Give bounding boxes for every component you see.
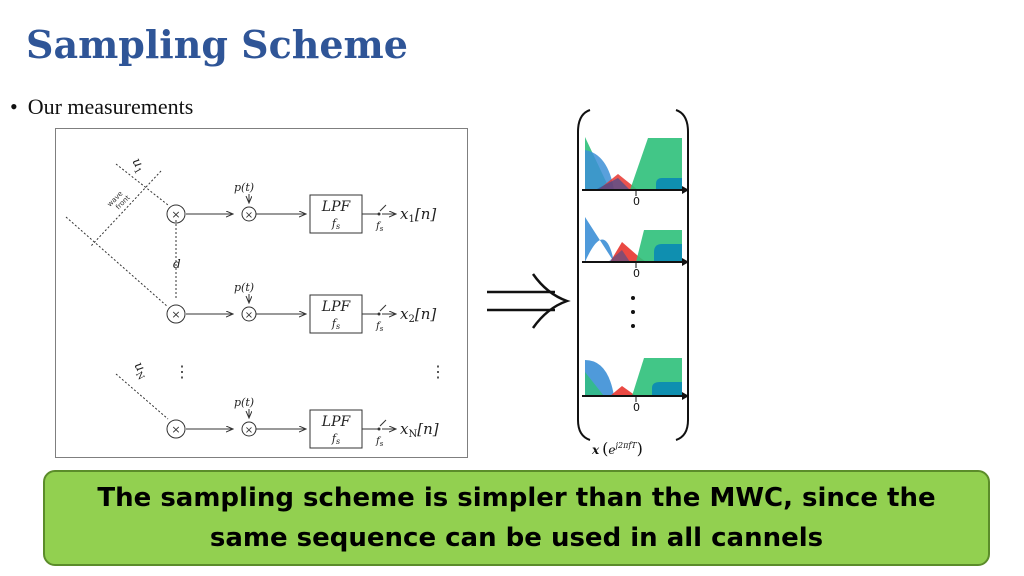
spectra-svg: 0 0 0 x(ej2πfT) [577,109,689,458]
channel-2: × p(t) × LPF fs fs x2[n] [166,281,436,334]
vertical-dot [631,296,635,300]
incident-ray-line-1 [115,163,169,206]
sampling-diagram: u1 uN wavefront d × p(t) × LPF fs fs x1[… [55,128,468,458]
svg-text:×: × [245,310,253,321]
output-x1: x1[n] [400,205,436,225]
output-xn: xN[n] [400,420,439,440]
lpf-label-1: LPF [321,199,352,215]
channel-1: × p(t) × LPF fs fs x1[n] [166,181,436,234]
pt-label-1: p(t) [234,181,254,194]
lpf-fs-n: fs [331,432,340,446]
svg-text:×: × [171,423,180,436]
svg-text:×: × [245,210,253,221]
zero-label-1: 0 [633,195,640,208]
callout-box: The sampling scheme is simpler than the … [43,470,990,566]
vdots-left: ⋮ [174,362,190,381]
vertical-dot [631,324,635,328]
zero-label-3: 0 [633,401,640,414]
implies-arrow [485,270,571,332]
svg-text:×: × [171,308,180,321]
wave-front-label: wavefront [106,188,132,214]
output-x2: x2[n] [400,305,436,325]
spectrum-1: 0 [582,137,689,208]
zero-label-2: 0 [633,267,640,280]
bullet-text: Our measurements [27,94,194,119]
lpf-fs-2: fs [331,317,340,331]
svg-text:×: × [245,425,253,436]
vector-label: x(ej2πfT) [591,439,643,458]
incident-ray-line [65,216,169,308]
lpf-label-2: LPF [321,299,352,315]
wave-front-line [90,170,162,247]
vdots-right: ⋮ [430,362,446,381]
right-paren [675,109,689,441]
un-label: uN [129,360,152,383]
bullet-marker: • [10,94,18,119]
channel-n: × p(t) × LPF fs fs xN[n] [166,396,439,449]
mixer-circle [166,204,186,224]
vertical-dot [631,310,635,314]
incident-ray-line-n [115,373,169,420]
d-label: d [173,257,181,271]
left-paren [577,109,591,441]
implies-arrow-icon [487,273,571,329]
u1-label: u1 [127,156,149,177]
spectra-vector: 0 0 0 x(ej2πfT) [570,102,695,464]
sampling-diagram-svg: u1 uN wavefront d × p(t) × LPF fs fs x1[… [65,156,446,449]
callout-text: The sampling scheme is simpler than the … [97,483,936,553]
sample-fs-1: fs [375,221,384,233]
mixer-x: × [171,208,180,221]
sample-fs-2: fs [375,321,384,333]
spectrum-2: 0 [582,217,689,280]
lpf-fs-1: fs [331,217,340,231]
sample-fs-n: fs [375,436,384,448]
pt-label-n: p(t) [234,396,254,409]
bullet-item: • Our measurements [10,94,193,120]
lpf-label-n: LPF [321,414,352,430]
slide-title: Sampling Scheme [26,22,408,67]
spectrum-3: 0 [582,358,689,414]
pt-label-2: p(t) [234,281,254,294]
